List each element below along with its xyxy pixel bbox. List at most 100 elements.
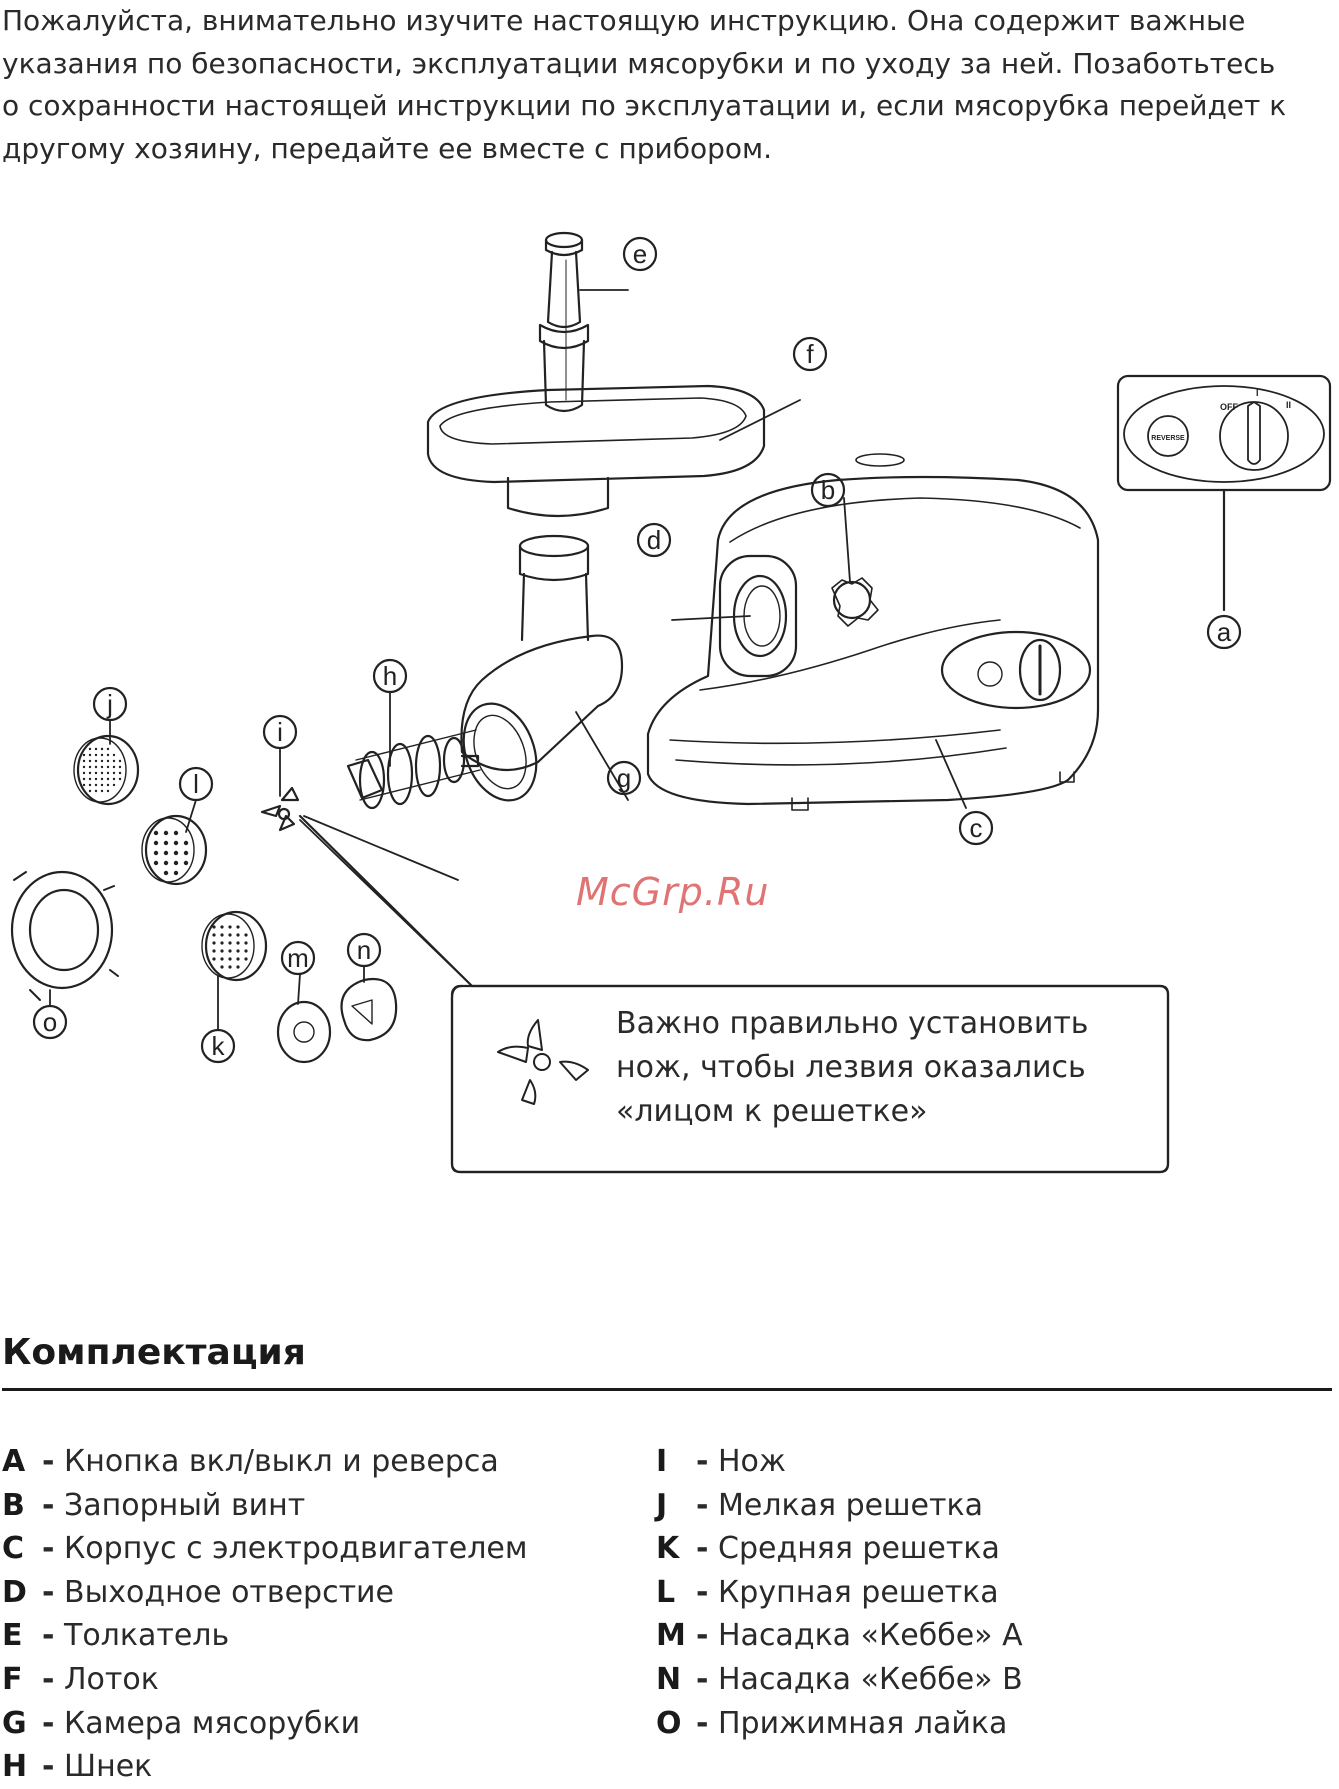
components-list-right: I- Нож J- Мелкая решетка K- Средняя реше… [656,1440,1023,1745]
svg-text:e: e [633,239,647,269]
plate-hole [244,941,248,945]
plate-hole [88,759,92,763]
knife-icon [497,1019,589,1105]
plate-hole [220,957,224,961]
fine-plate-drawing [73,734,140,806]
callout-i: i [262,714,298,750]
plate-hole [106,783,110,787]
plate-hole [100,759,104,763]
component-item: K- Средняя решетка [656,1531,1000,1567]
callout-e: e [622,236,658,272]
plate-hole [153,830,159,836]
meat-grinder-diagram: REVERSE OFF I II [10,231,1332,1174]
plate-hole [106,765,110,769]
plate-hole [228,949,232,953]
plate-hole [220,965,224,969]
svg-text:c: c [970,813,983,843]
plate-hole [112,777,116,781]
component-item: J- Мелкая решетка [656,1487,983,1523]
plate-hole [228,941,232,945]
plate-hole [100,765,104,769]
plate-hole [153,860,159,866]
plate-hole [112,753,116,757]
plate-hole [220,949,224,953]
plate-hole [88,777,92,781]
svg-text:k: k [212,1031,226,1061]
plate-hole [220,933,224,937]
component-item: A- Кнопка вкл/выкл и реверса [2,1444,499,1479]
svg-text:l: l [193,769,199,799]
svg-text:h: h [383,661,397,691]
plate-hole [106,747,110,751]
plate-hole [118,777,122,781]
intro-line: указания по безопасности, эксплуатации м… [2,46,1276,80]
component-item: B- Запорный винт [2,1487,306,1523]
control-panel-inset: REVERSE OFF I II [1116,374,1332,612]
plate-hole [88,747,92,751]
kebbe-a-drawing [276,1000,332,1064]
component-item: E- Толкатель [2,1618,230,1654]
intro-paragraph: Пожалуйста, внимательно изучите настоящу… [2,0,1332,170]
plate-hole [212,933,216,937]
plate-hole [173,830,179,836]
leader-lines [49,289,967,1031]
plate-hole [153,850,159,856]
svg-text:n: n [357,935,371,965]
svg-text:o: o [43,1007,57,1037]
plate-hole [88,765,92,769]
plate-hole [100,747,104,751]
plate-hole [228,933,232,937]
callout-b: b [810,472,846,508]
plate-hole [112,771,116,775]
callout-n: n [346,932,382,968]
ring-nut-drawing [10,870,119,1001]
plate-hole [220,925,224,929]
plate-hole [236,949,240,953]
component-item: H- Шнек [2,1749,153,1785]
plate-hole [88,753,92,757]
plate-hole [183,840,189,846]
component-item: D- Выходное отверстие [2,1574,395,1610]
plate-hole [236,965,240,969]
plate-hole [163,850,169,856]
plate-hole [100,777,104,781]
plate-hole [100,771,104,775]
plate-hole [163,840,169,846]
callout-a: a [1206,614,1242,650]
plate-hole [94,753,98,757]
plate-hole [228,957,232,961]
plate-hole [88,771,92,775]
chamber-drawing [460,534,624,802]
plate-hole [220,941,224,945]
component-item: G- Камера мясорубки [2,1705,361,1741]
plate-hole [94,783,98,787]
plate-hole [244,949,248,953]
plate-hole [212,941,216,945]
knife-note-box [298,814,1170,1174]
plate-hole [106,771,110,775]
plate-hole [228,965,232,969]
plate-hole [94,759,98,763]
auger-drawing [346,729,481,810]
component-item: I- Нож [656,1444,786,1479]
plate-hole [236,925,240,929]
svg-text:b: b [821,475,835,505]
component-item: M- Насадка «Кеббе» А [656,1618,1023,1654]
plate-hole [163,860,169,866]
callout-f: f [792,336,828,372]
intro-line: другому хозяину, передайте ее вместе с п… [2,131,773,165]
svg-text:g: g [617,763,631,793]
svg-text:i: i [277,717,283,747]
plate-hole [236,933,240,937]
callout-l: l [178,766,214,802]
plate-hole [94,771,98,775]
components-list-left: A- Кнопка вкл/выкл и реверса B- Запорный… [2,1440,527,1789]
plate-hole [212,949,216,953]
watermark: McGrp.Ru [576,870,770,914]
callout-m: m [280,940,316,976]
section-divider [2,1388,1332,1391]
medium-plate-drawing [201,910,268,982]
plate-hole [228,925,232,929]
plate-hole [212,957,216,961]
component-item: C- Корпус с электродвигателем [2,1531,528,1567]
